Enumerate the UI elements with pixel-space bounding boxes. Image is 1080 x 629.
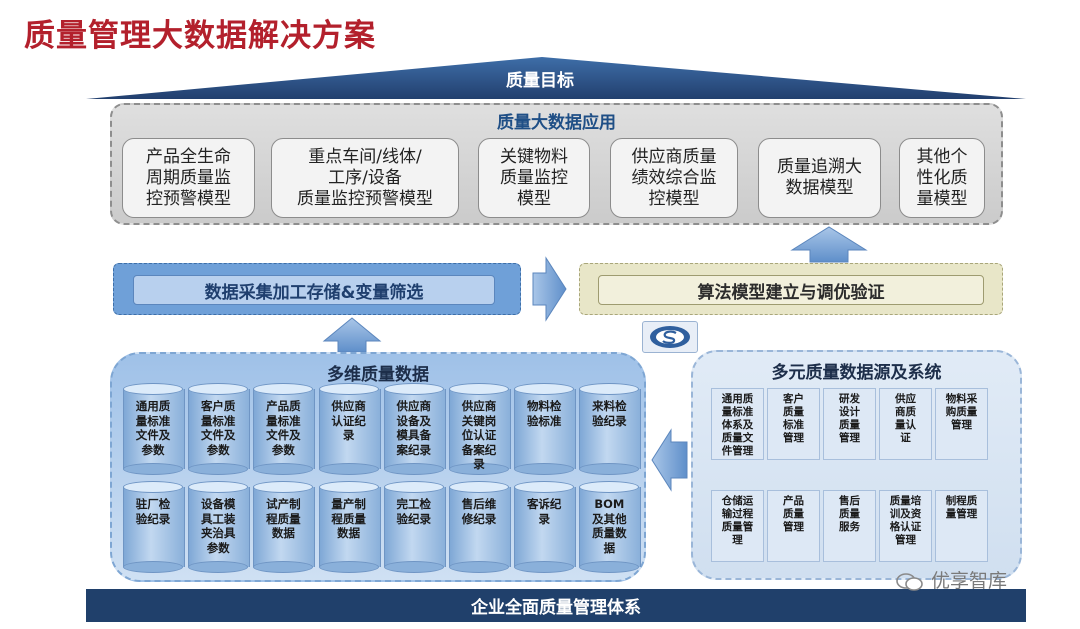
app-box: 供应商质量绩效综合监控模型 — [610, 138, 738, 218]
cylinder-label: 设备模具工装夹治具参数 — [200, 497, 236, 555]
source-box: 制程质量管理 — [935, 490, 988, 562]
data-cylinder: 供应商认证纪录 — [318, 383, 381, 475]
data-cylinder: 物料检验标准 — [514, 383, 577, 475]
cylinder-label: 完工检验纪录 — [396, 497, 432, 526]
app-box: 关键物料质量监控模型 — [478, 138, 590, 218]
data-cylinder: 客户质量标准文件及参数 — [188, 383, 251, 475]
quality-goal-label: 质量目标 — [506, 71, 574, 91]
data-cylinder: 量产制程质量数据 — [318, 481, 381, 573]
roof-shape — [86, 57, 1026, 99]
sources-title: 多元质量数据源及系统 — [771, 363, 942, 383]
right-arrow-middle — [532, 256, 567, 322]
cylinder-label: 售后维修纪录 — [461, 497, 497, 526]
cylinder-label: 客户质量标准文件及参数 — [200, 399, 236, 457]
cylinder-label: 供应商设备及模具备案纪录 — [396, 399, 432, 457]
foundation-bar: 企业全面质量管理体系 — [86, 589, 1026, 622]
up-arrow-right — [790, 226, 868, 263]
cylinder-label: 物料检验标准 — [526, 399, 562, 428]
multi-dim-title: 多维质量数据 — [327, 365, 429, 385]
model-building-label: 算法模型建立与调优验证 — [598, 275, 984, 305]
source-box: 产品质量管理 — [767, 490, 820, 562]
wechat-icon — [895, 572, 925, 592]
source-box: 通用质量标准体系及质量文件管理 — [711, 388, 764, 460]
data-cylinder: 产品质量标准文件及参数 — [253, 383, 316, 475]
data-cylinder: 客诉纪录 — [514, 481, 577, 573]
source-box: 客户质量标准管理 — [767, 388, 820, 460]
left-arrow-sources — [651, 428, 688, 492]
app-box: 产品全生命周期质量监控预警模型 — [122, 138, 255, 218]
page-title: 质量管理大数据解决方案 — [24, 18, 376, 54]
cylinder-label: 来料检验纪录 — [592, 399, 627, 428]
source-box: 研发设计质量管理 — [823, 388, 876, 460]
cylinder-label: 产品质量标准文件及参数 — [266, 399, 301, 457]
data-cylinder: 试产制程质量数据 — [253, 481, 316, 573]
cylinder-label: 驻厂检验纪录 — [135, 497, 171, 526]
data-cylinder: 供应商设备及模具备案纪录 — [383, 383, 446, 475]
source-box: 售后质量服务 — [823, 490, 876, 562]
app-box: 重点车间/线体/工序/设备质量监控预警模型 — [271, 138, 459, 218]
cylinder-label: 供应商认证纪录 — [331, 399, 366, 442]
data-cylinder: 供应商关键岗位认证备案纪录 — [449, 383, 511, 475]
source-box: 仓储运输过程质量管理 — [711, 490, 764, 562]
data-cylinder: 驻厂检验纪录 — [123, 481, 185, 573]
company-logo — [642, 321, 698, 353]
data-cylinder: 通用质量标准文件及参数 — [123, 383, 185, 475]
up-arrow-left — [322, 317, 382, 353]
app-box: 其他个性化质量模型 — [899, 138, 985, 218]
watermark: 优享智库 — [895, 566, 1007, 593]
source-box: 物料采购质量管理 — [935, 388, 988, 460]
cylinder-label: 通用质量标准文件及参数 — [135, 399, 171, 457]
data-cylinder: 设备模具工装夹治具参数 — [188, 481, 251, 573]
data-processing-label: 数据采集加工存储&变量筛选 — [133, 275, 495, 305]
data-cylinder: 完工检验纪录 — [383, 481, 446, 573]
data-cylinder: 来料检验纪录 — [579, 383, 642, 475]
applications-title: 质量大数据应用 — [497, 113, 616, 133]
cylinder-label: 客诉纪录 — [526, 497, 562, 526]
cylinder-label: 量产制程质量数据 — [331, 497, 366, 540]
logo-icon — [650, 326, 690, 348]
source-box: 供应商质量认证 — [879, 388, 932, 460]
cylinder-label: 供应商关键岗位认证备案纪录 — [461, 399, 497, 471]
data-cylinder: 售后维修纪录 — [449, 481, 511, 573]
source-box: 质量培训及资格认证管理 — [879, 490, 932, 562]
cylinder-label: 试产制程质量数据 — [266, 497, 301, 540]
app-box: 质量追溯大数据模型 — [758, 138, 881, 218]
